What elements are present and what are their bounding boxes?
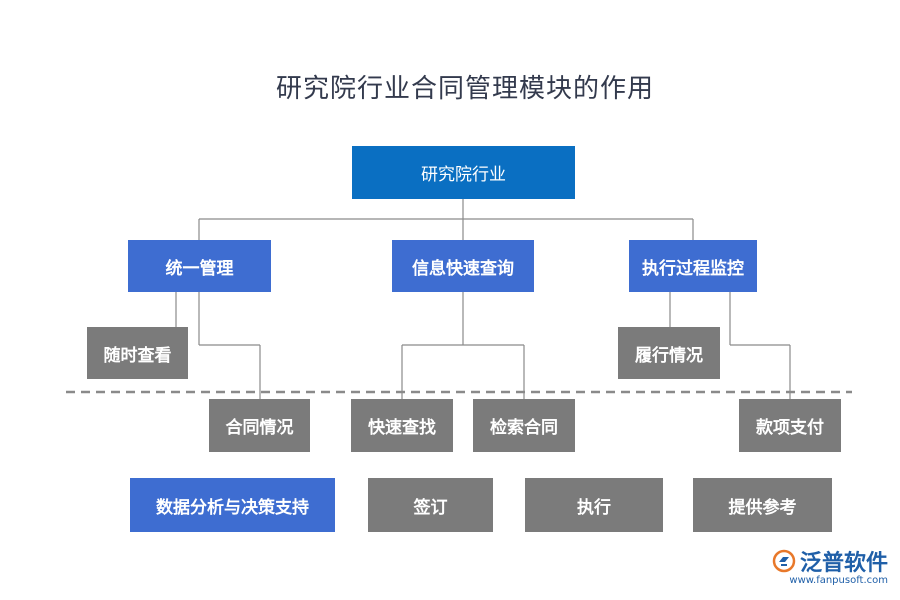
logo-url: www.fanpusoft.com [789, 575, 888, 586]
node-data-analysis: 数据分析与决策支持 [130, 478, 335, 532]
node-sign: 签订 [368, 478, 493, 532]
node-execution-monitoring: 执行过程监控 [629, 240, 757, 292]
node-provide-reference: 提供参考 [693, 478, 832, 532]
node-unified-management: 统一管理 [128, 240, 271, 292]
node-performance-status: 履行情况 [618, 327, 720, 379]
logo-name: 泛普软件 [799, 551, 888, 576]
node-payment: 款项支付 [739, 399, 841, 452]
node-quick-find: 快速查找 [351, 399, 453, 452]
brand-logo: 泛普软件 www.fanpusoft.com [772, 545, 888, 586]
fanpu-logo-icon [772, 549, 796, 573]
node-quick-query: 信息快速查询 [392, 240, 534, 292]
node-search-contract: 检索合同 [473, 399, 575, 452]
node-view-anytime: 随时查看 [87, 327, 188, 379]
node-execute: 执行 [525, 478, 663, 532]
root-node: 研究院行业 [352, 146, 575, 199]
node-contract-status: 合同情况 [209, 399, 310, 452]
diagram-title: 研究院行业合同管理模块的作用 [275, 74, 654, 104]
